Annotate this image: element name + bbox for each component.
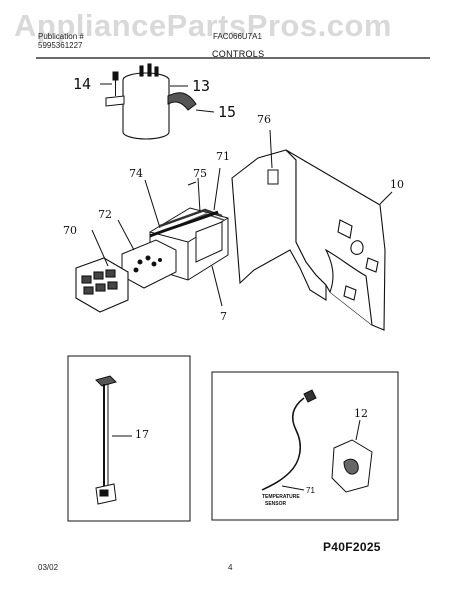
diagram-code: P40F2025 [323, 540, 381, 554]
callout-17: 17 [135, 428, 149, 441]
sensor-clip-12-part [331, 439, 373, 493]
wire-harness [149, 210, 219, 238]
callout-75: 75 [193, 167, 207, 180]
capacitor-strap-part [167, 92, 197, 111]
footer-date: 03/02 [38, 563, 59, 572]
control-housing-part [187, 149, 386, 331]
publication-label: Publication # [38, 32, 84, 41]
callout-70: 70 [63, 224, 77, 237]
display-board-part [121, 239, 177, 289]
callout-13: 13 [192, 77, 211, 95]
inset-frame-wire-harness [67, 355, 191, 522]
callout-76: 76 [257, 113, 271, 126]
callout-14: 14 [73, 75, 92, 93]
publication-number: 5995361227 [38, 41, 83, 50]
callout-71: 71 [216, 150, 230, 163]
control-panel-part [75, 257, 129, 313]
callout-72: 72 [98, 208, 112, 221]
capacitor-part [122, 63, 170, 140]
sensor-label-line2: SENSOR [265, 501, 287, 507]
part-76 [267, 169, 279, 185]
model-number: FAC066U7A1 [213, 32, 262, 41]
screw-part [112, 71, 119, 96]
callout-15: 15 [218, 103, 237, 121]
callout-74: 74 [129, 167, 143, 180]
callout-10: 10 [390, 178, 404, 191]
temperature-sensor-part [261, 389, 317, 491]
watermark-logo: AppliancePartsPros.com [14, 8, 392, 43]
wire-harness-17-part [95, 375, 117, 505]
callout-71-inset: 71 [306, 486, 315, 495]
sensor-label-line1: TEMPERATURE [262, 494, 300, 500]
inset-frame-temperature-sensor [211, 371, 399, 521]
footer-page-number: 4 [228, 563, 233, 572]
callout-12: 12 [354, 407, 368, 420]
control-board-part [149, 207, 229, 281]
page-title: CONTROLS [212, 49, 265, 59]
callout-7: 7 [220, 310, 227, 323]
